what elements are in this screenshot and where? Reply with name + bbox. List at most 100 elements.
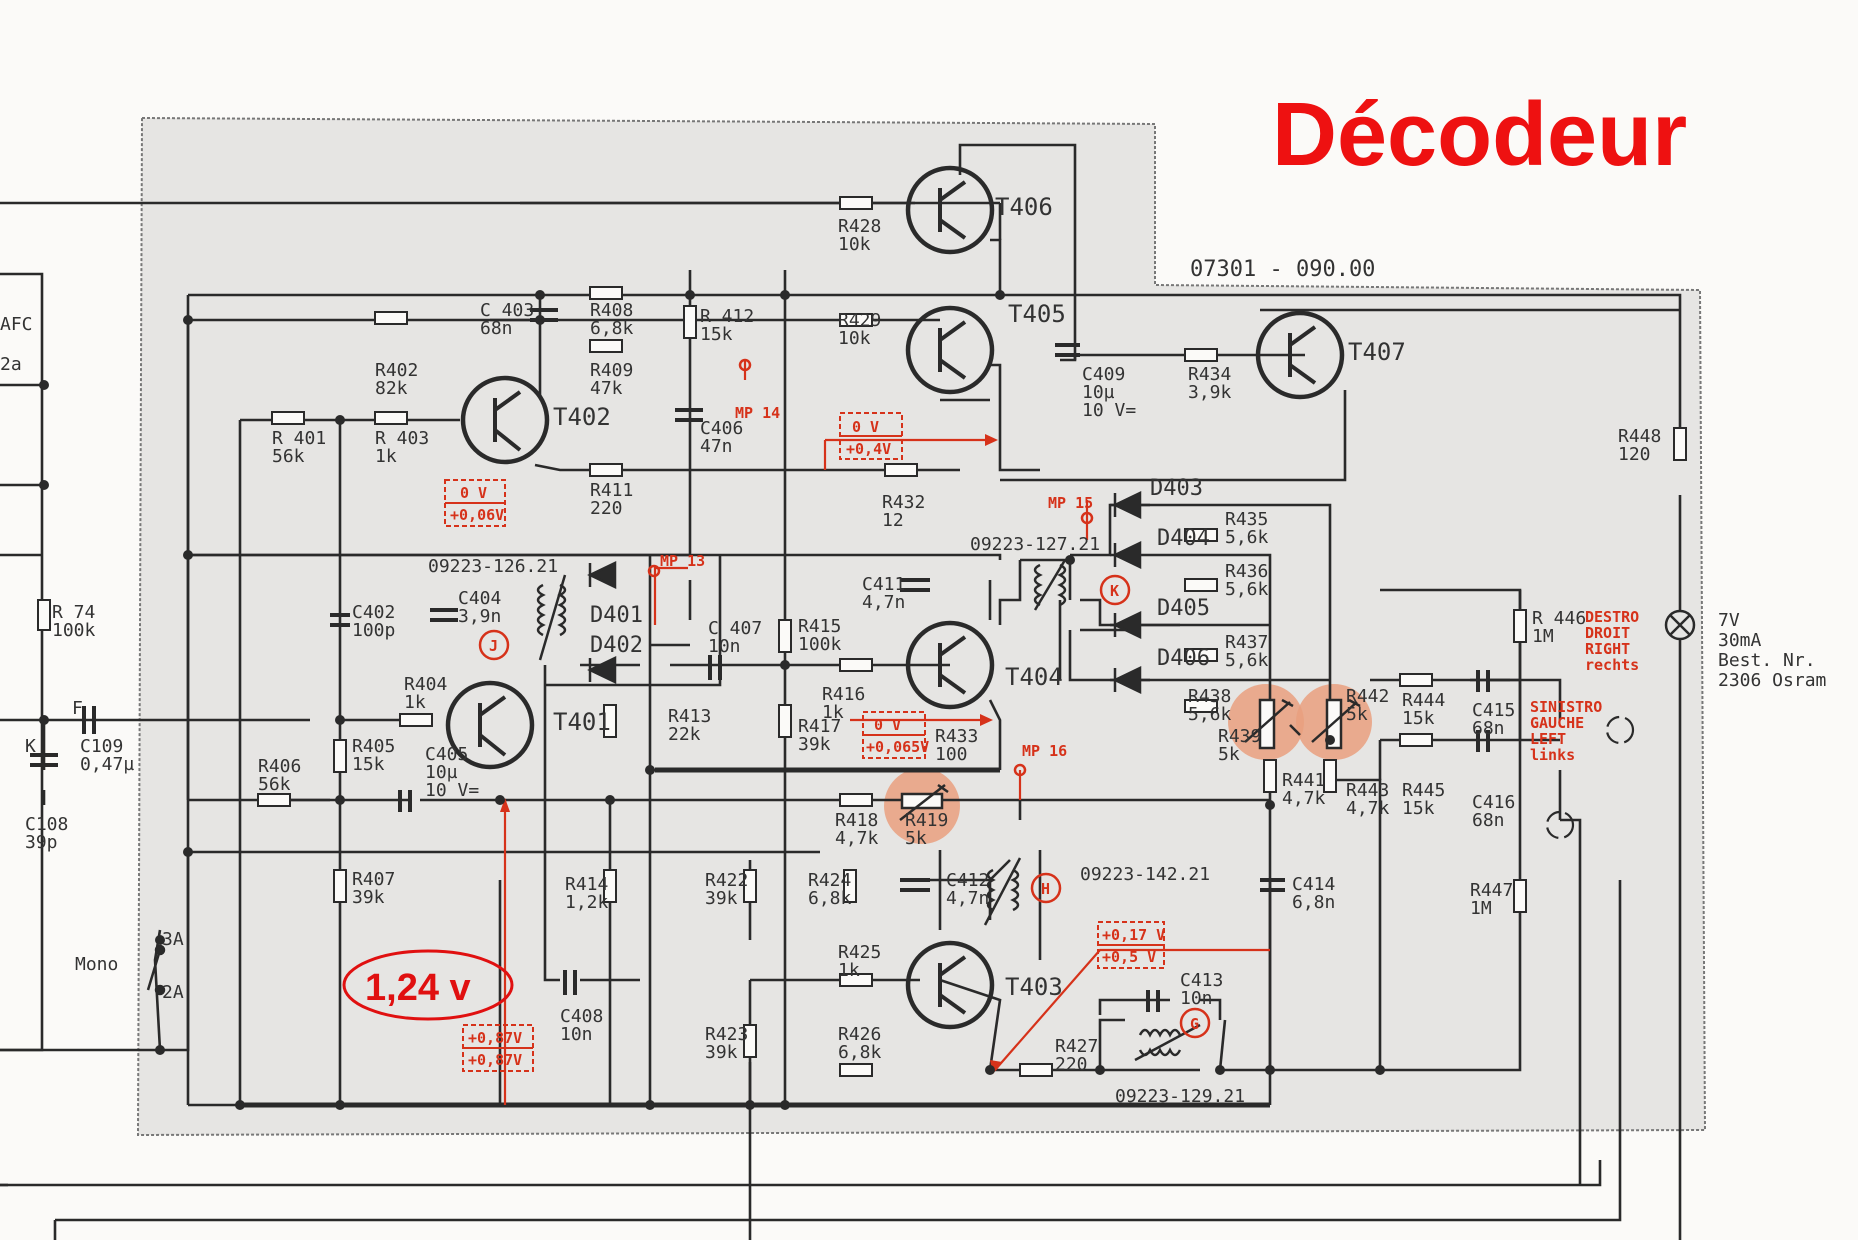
- r435-label: R435: [1225, 509, 1268, 530]
- r413-label: R413: [668, 706, 711, 727]
- c403-value: 68n: [480, 318, 513, 339]
- output-right-2: DROIT: [1585, 624, 1630, 642]
- coil-symbols: [536, 559, 1201, 1062]
- r403-value: 1k: [375, 446, 397, 467]
- r414-value: 1,2k: [565, 892, 609, 913]
- output-left-1: SINISTRO: [1530, 698, 1602, 716]
- r403-label: R 403: [375, 428, 429, 449]
- r409-label: R409: [590, 360, 633, 381]
- c405-label: C405: [425, 744, 468, 765]
- highlight-ellipse: [342, 949, 514, 1021]
- r423-value: 39k: [705, 1042, 738, 1063]
- r402-value: 82k: [375, 378, 408, 399]
- c406-value: 47n: [700, 436, 733, 457]
- f-label: F: [72, 698, 83, 719]
- c402-value: 100p: [352, 620, 395, 641]
- r448-label: R448: [1618, 426, 1661, 447]
- c413-label: C413: [1180, 970, 1223, 991]
- c407-value: 10n: [708, 636, 741, 657]
- c403-label: C 403: [480, 300, 534, 321]
- r402-label: R402: [375, 360, 418, 381]
- c412-value: 4,7n: [946, 888, 989, 909]
- r437-label: R437: [1225, 632, 1268, 653]
- marker-g: G: [1190, 1015, 1199, 1033]
- output-right-3: RIGHT: [1585, 640, 1630, 658]
- d404-label: D404: [1157, 526, 1210, 551]
- t405-label: T405: [1008, 300, 1066, 328]
- r427-label: R427: [1055, 1036, 1098, 1057]
- r422-value: 39k: [705, 888, 738, 909]
- r401-label: R 401: [272, 428, 326, 449]
- coil-h-label: 09223-142.21: [1080, 864, 1210, 885]
- t403-voltage-2: +0,5 V: [1102, 948, 1156, 966]
- r424-value: 6,8k: [808, 888, 852, 909]
- output-left-4: links: [1530, 746, 1575, 764]
- r444-value: 15k: [1402, 708, 1435, 729]
- t403-voltage-1: +0,17 V: [1102, 926, 1165, 944]
- c415-label: C415: [1472, 700, 1515, 721]
- r417-label: R417: [798, 716, 841, 737]
- r74-label: R 74: [52, 602, 95, 623]
- t405-voltage-1: 0 V: [852, 418, 879, 436]
- c404-value: 3,9n: [458, 606, 501, 627]
- d405-label: D405: [1157, 596, 1210, 621]
- r405-label: R405: [352, 736, 395, 757]
- c404-label: C404: [458, 588, 501, 609]
- lamp-symbol: [1664, 609, 1696, 641]
- c411-value: 4,7n: [862, 592, 905, 613]
- r419-value: 5k: [905, 828, 927, 849]
- r407-label: R407: [352, 869, 395, 890]
- r426-label: R426: [838, 1024, 881, 1045]
- c402-label: C402: [352, 602, 395, 623]
- r436-value: 5,6k: [1225, 579, 1269, 600]
- mono-switch: [146, 944, 166, 996]
- r435-value: 5,6k: [1225, 527, 1269, 548]
- r416-value: 1k: [822, 702, 844, 723]
- c415-value: 68n: [1472, 718, 1505, 739]
- r437-value: 5,6k: [1225, 650, 1269, 671]
- r447-label: R447: [1470, 880, 1513, 901]
- r439-value: 5k: [1218, 744, 1240, 765]
- mp16-label: MP 16: [1022, 742, 1067, 760]
- output-left-2: GAUCHE: [1530, 714, 1584, 732]
- r441-value: 4,7k: [1282, 788, 1326, 809]
- coil-j-label: 09223-126.21: [428, 556, 558, 577]
- lamp-voltage: 7V: [1718, 610, 1740, 631]
- k-label: K: [25, 736, 36, 757]
- r433-value: 100: [935, 744, 968, 765]
- resistors-vertical: [37, 305, 1687, 1058]
- r409-value: 47k: [590, 378, 623, 399]
- afc-pin-label: 2a: [0, 354, 22, 375]
- r418-value: 4,7k: [835, 828, 879, 849]
- c408-label: C408: [560, 1006, 603, 1027]
- mp13-label: MP 13: [660, 552, 705, 570]
- c109-label: C109: [80, 736, 123, 757]
- marker-j: J: [489, 637, 498, 655]
- board-ref-label: 07301 - 090.00: [1190, 257, 1375, 282]
- r414-label: R414: [565, 874, 608, 895]
- page-title: Décodeur: [1272, 85, 1688, 185]
- capacitor-symbols: [30, 308, 1490, 1012]
- c416-value: 68n: [1472, 810, 1505, 831]
- t401-voltage-1: +0,87V: [468, 1029, 522, 1047]
- r412-value: 15k: [700, 324, 733, 345]
- d402-label: D402: [590, 633, 643, 658]
- coil-g-label: 09223-129.21: [1115, 1086, 1245, 1107]
- t405-voltage-2: +0,4V: [846, 440, 891, 458]
- voltage-box-dividers: [445, 435, 1164, 1049]
- r419-label: R419: [905, 810, 948, 831]
- c413-value: 10n: [1180, 988, 1213, 1009]
- c109-value: 0,47µ: [80, 754, 134, 775]
- c414-value: 6,8n: [1292, 892, 1335, 913]
- test-points: [647, 358, 1094, 777]
- output-right-1: DESTRO: [1585, 608, 1639, 626]
- circled-markers: [478, 574, 1211, 1039]
- t401-label: T401: [553, 708, 611, 736]
- lamp-order-number: 2306 Osram: [1718, 670, 1826, 691]
- d406-label: D406: [1157, 646, 1210, 671]
- r413-value: 22k: [668, 724, 701, 745]
- t402-label: T402: [553, 403, 611, 431]
- d401-label: D401: [590, 603, 643, 628]
- r436-label: R436: [1225, 561, 1268, 582]
